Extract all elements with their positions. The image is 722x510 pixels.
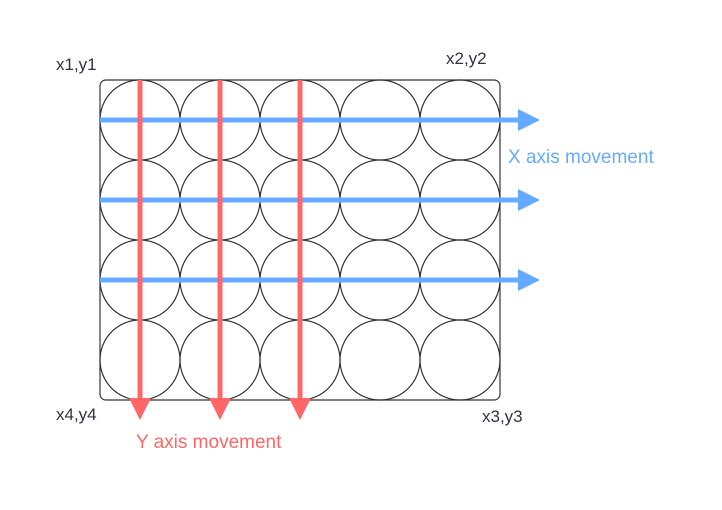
- corner-label-top-left: x1,y1: [56, 55, 97, 74]
- y-axis-arrow-head: [129, 398, 151, 420]
- corner-label-top-right: x2,y2: [446, 49, 487, 68]
- corner-label-bottom-right: x3,y3: [482, 407, 523, 426]
- x-axis-movement-label: X axis movement: [508, 147, 654, 168]
- x-axis-arrow-head: [518, 269, 540, 291]
- y-axis-movement-label: Y axis movement: [136, 432, 282, 453]
- y-axis-arrows: [129, 80, 311, 420]
- grid-circle: [339, 319, 421, 401]
- grid-circle: [419, 319, 501, 401]
- x-axis-arrow-head: [518, 189, 540, 211]
- x-axis-arrow-head: [518, 109, 540, 131]
- corner-label-bottom-left: x4,y4: [56, 405, 97, 424]
- y-axis-arrow-head: [289, 398, 311, 420]
- y-axis-arrow-head: [209, 398, 231, 420]
- x-axis-arrows: [100, 109, 540, 291]
